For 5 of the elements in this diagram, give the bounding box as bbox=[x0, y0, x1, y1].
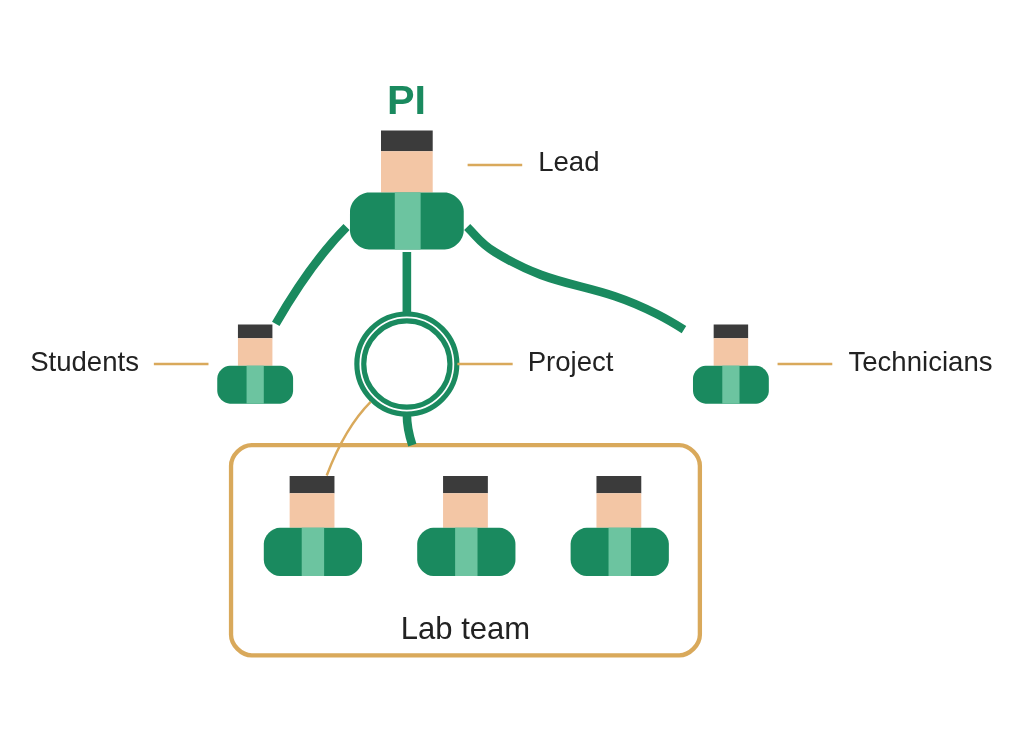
node-label: PI bbox=[387, 76, 427, 123]
node-text: Project bbox=[527, 345, 614, 377]
node-text: Lead bbox=[538, 146, 600, 178]
node-text: Technicians bbox=[848, 345, 993, 377]
node-text: Students bbox=[30, 345, 139, 377]
